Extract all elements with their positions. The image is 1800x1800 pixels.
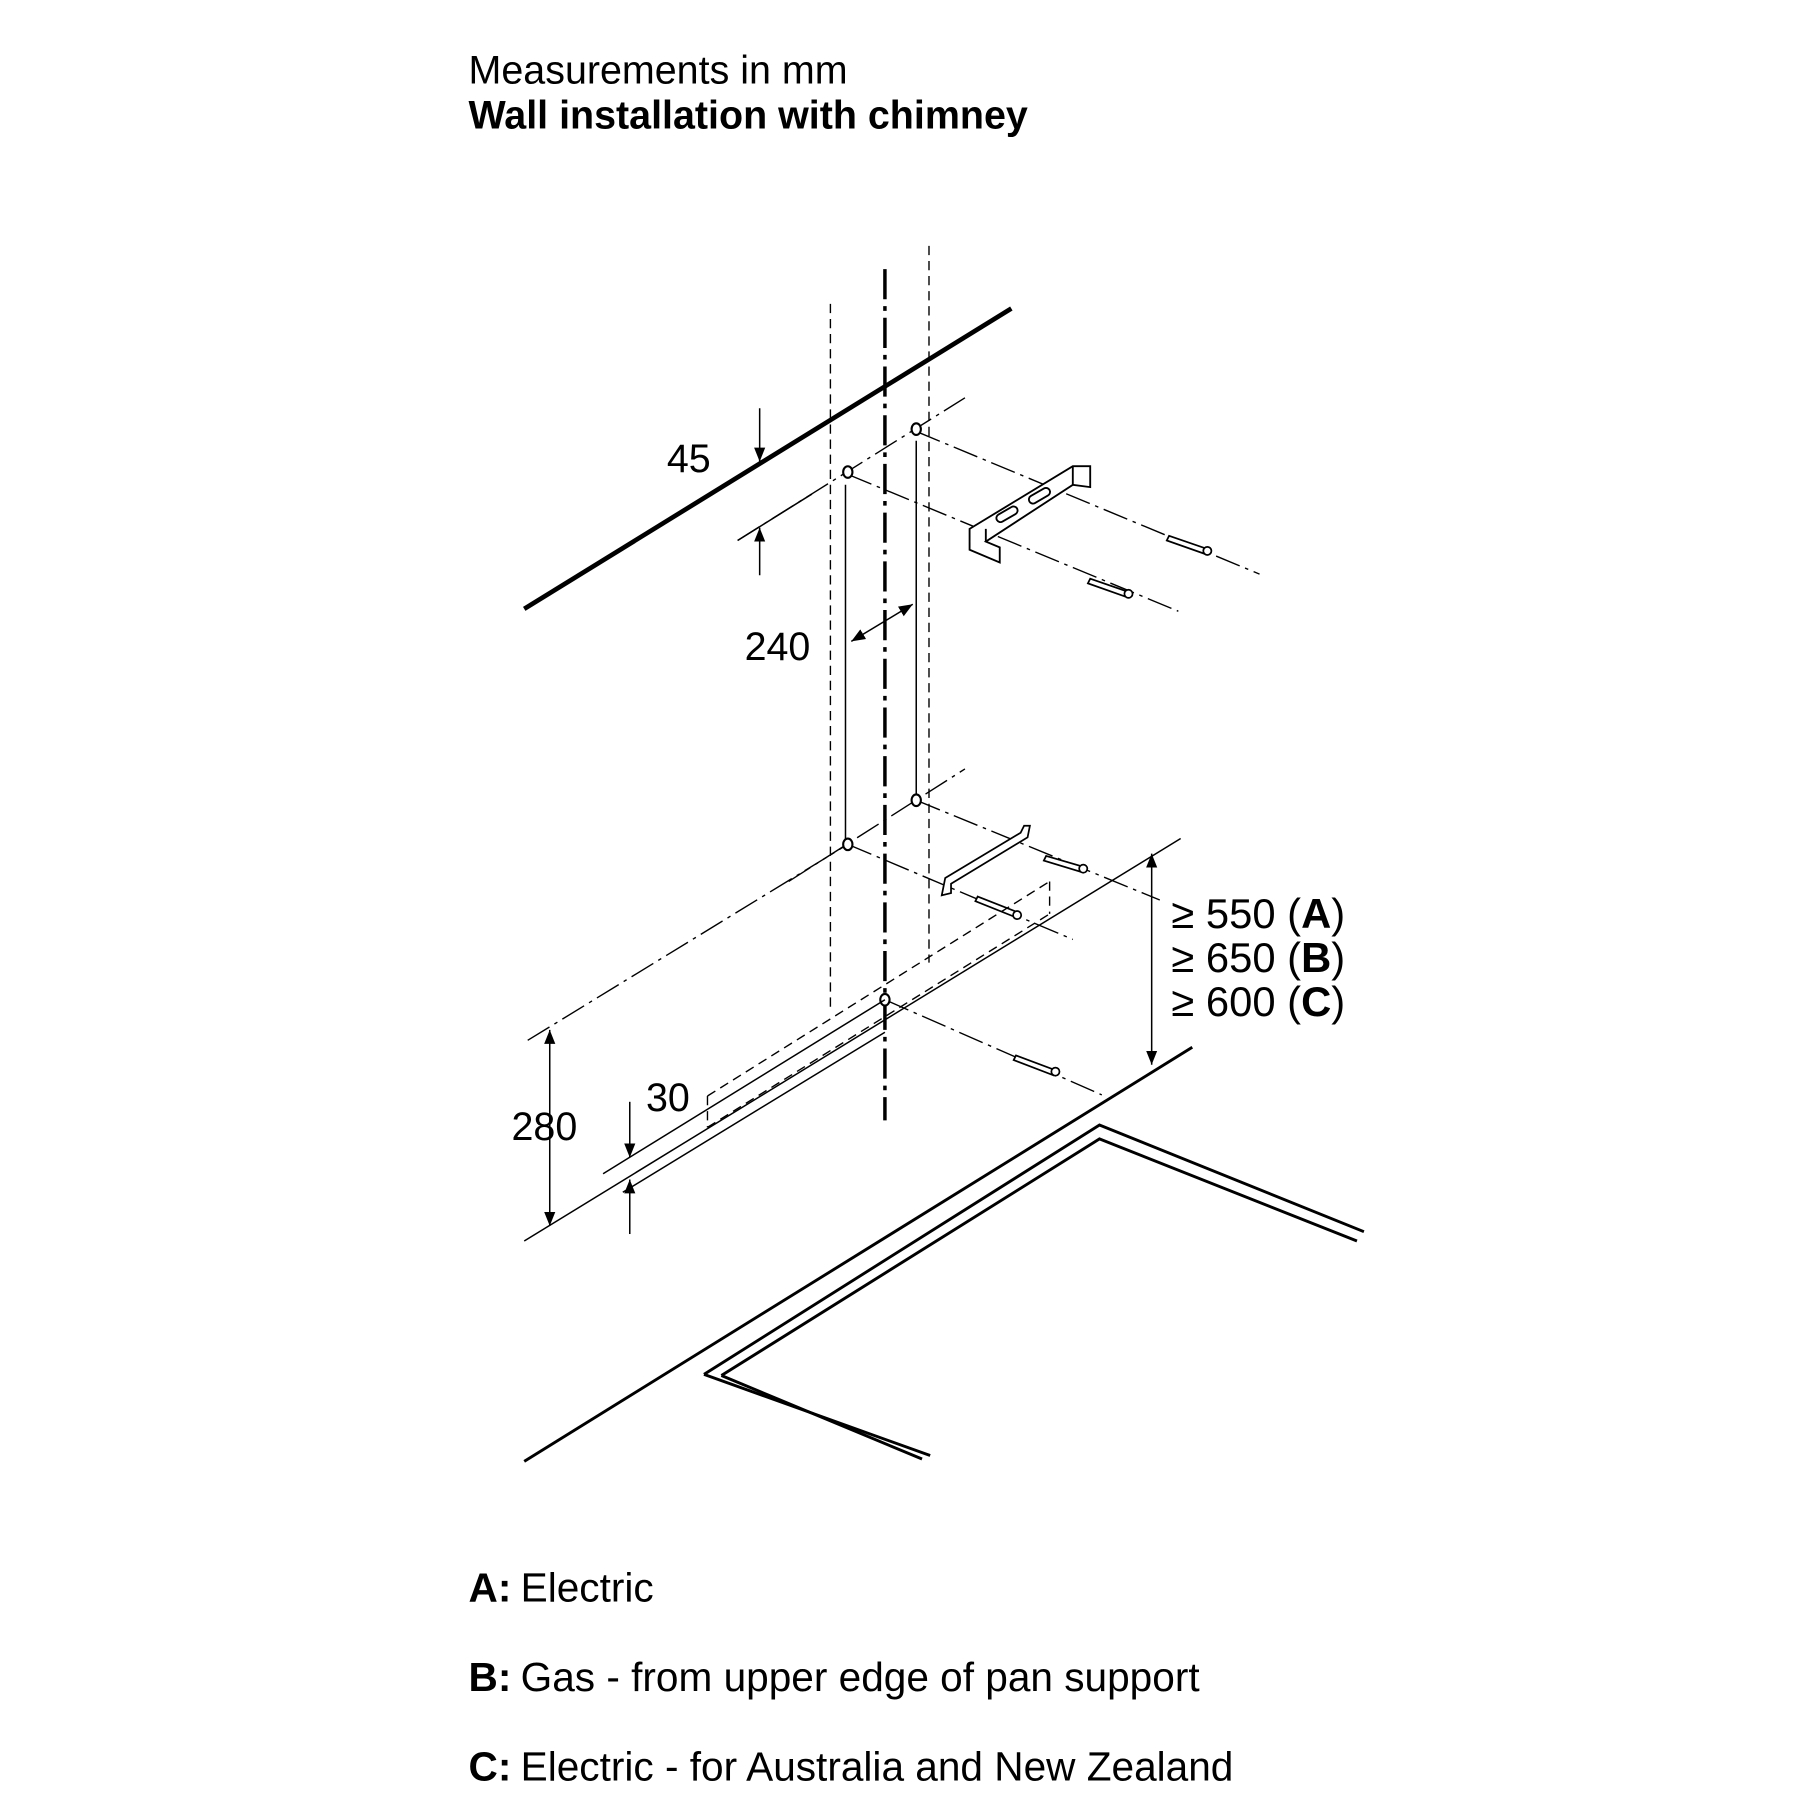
legend-item-c: C:Electric - for Australia and New Zeala… xyxy=(469,1743,1234,1789)
dimension-45: 45 xyxy=(667,408,813,576)
hood-bottom-line xyxy=(523,837,1182,1242)
dimension-30-label: 30 xyxy=(646,1076,690,1120)
lower-bracket-icon xyxy=(940,824,1031,897)
subtitle: Measurements in mm xyxy=(469,49,848,93)
dimension-30: 30 xyxy=(624,1076,690,1235)
legend: A:Electric B:Gas - from upper edge of pa… xyxy=(469,1565,1234,1790)
dimension-280: 280 xyxy=(511,1029,577,1226)
page-title: Wall installation with chimney xyxy=(469,94,1028,138)
min-height-a: ≥ 550 (A) xyxy=(1171,890,1345,937)
legend-item-a: A:Electric xyxy=(469,1565,654,1611)
dimension-45-label: 45 xyxy=(667,437,711,481)
ceiling-line xyxy=(523,306,1013,611)
min-height-c: ≥ 600 (C) xyxy=(1171,978,1345,1025)
dimension-280-label: 280 xyxy=(511,1105,577,1149)
hood-outline xyxy=(602,880,1051,1193)
dimension-240: 240 xyxy=(745,603,914,669)
hob xyxy=(703,1123,1365,1461)
min-height-b: ≥ 650 (B) xyxy=(1171,934,1345,981)
wall-plugs xyxy=(974,534,1213,1077)
legend-item-b: B:Gas - from upper edge of pan support xyxy=(469,1654,1200,1700)
screw-holes xyxy=(842,422,922,1007)
dimension-240-label: 240 xyxy=(745,625,811,669)
upper-bracket-icon xyxy=(968,465,1092,564)
dimension-min-height: ≥ 550 (A) ≥ 650 (B) ≥ 600 (C) xyxy=(1146,853,1345,1065)
hob-back-line xyxy=(523,1046,1194,1463)
construction-lines xyxy=(527,397,1260,1096)
